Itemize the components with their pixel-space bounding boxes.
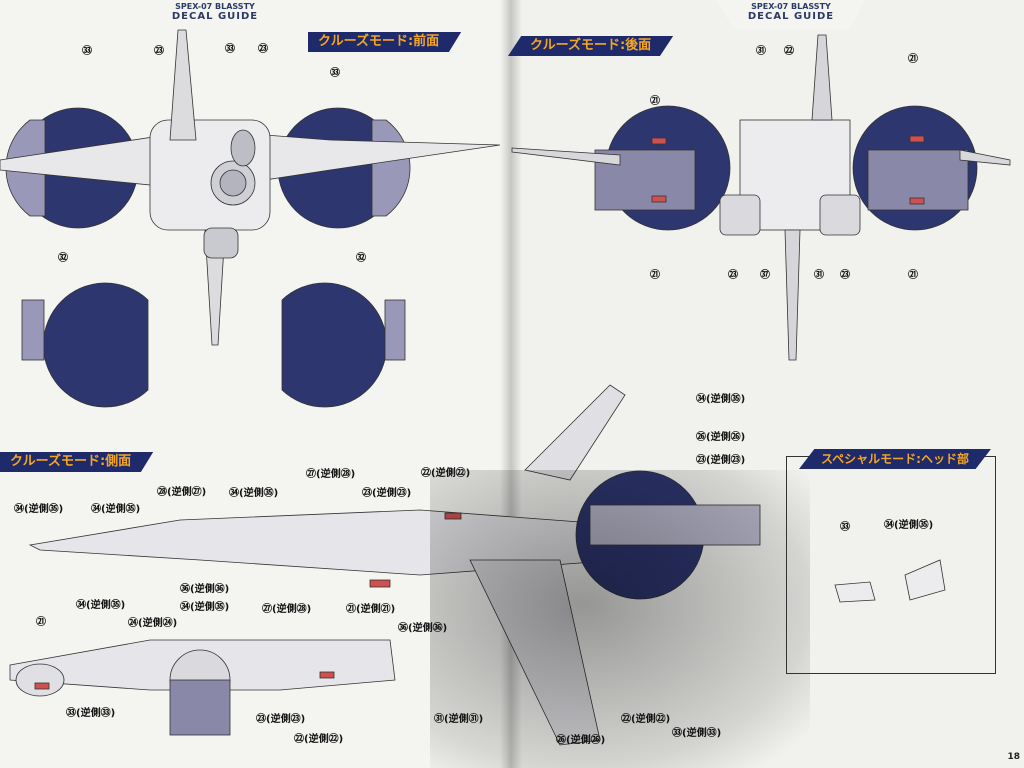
side-label-l5: ㉒(逆側㉒) xyxy=(421,468,471,479)
side-label-l17: ㊱(逆側㊱) xyxy=(398,623,448,634)
header-left: SPEX-07 BLASSTY DECAL GUIDE xyxy=(170,2,260,22)
rear-label-8: ㉛ xyxy=(814,270,824,281)
side-label-l14: ㉑(逆側㉑) xyxy=(346,604,396,615)
photo-shadow xyxy=(430,470,810,768)
side-label-l18: ㉝(逆側㉝) xyxy=(66,708,116,719)
section-title-cruise-rear: クルーズモード:後面 xyxy=(508,36,674,56)
header-tab-right xyxy=(716,0,866,30)
side-label-l23: ㉖(逆側㉖) xyxy=(556,735,606,746)
side-label-l6: ㉘(逆側㉗) xyxy=(157,487,207,498)
side-label-l9: ㉞(逆側㉟) xyxy=(14,504,64,515)
front-label-3: ㉝ xyxy=(225,44,235,55)
rear-label-4: ㉑ xyxy=(908,54,918,65)
side-label-l4: ㉗(逆側㉘) xyxy=(306,469,356,480)
side-view-lower-illustration xyxy=(9,639,396,736)
rear-view-illustration xyxy=(511,34,1011,361)
header-left-guide: DECAL GUIDE xyxy=(171,11,259,22)
side-label-l12: ㉞(逆側㉟) xyxy=(180,602,230,613)
side-label-l13: ㉗(逆側㉘) xyxy=(262,604,312,615)
side-label-n21: ㉑ xyxy=(36,617,46,628)
front-label-4: ㉓ xyxy=(258,44,268,55)
rear-label-7: ㊲ xyxy=(760,270,770,281)
side-label-l20: ㉒(逆側㉒) xyxy=(294,734,344,745)
header-right-guide: DECAL GUIDE xyxy=(747,11,835,22)
front-view-detail-pods xyxy=(21,282,406,408)
side-label-l7: ㉞(逆側㉟) xyxy=(229,488,279,499)
side-label-l19: ㉓(逆側㉓) xyxy=(256,714,306,725)
rear-label-9: ㉓ xyxy=(840,270,850,281)
side-label-l3: ㉓(逆側㉓) xyxy=(696,455,746,466)
side-label-l2: ㉖(逆側㉖) xyxy=(696,432,746,443)
header-right: SPEX-07 BLASSTY DECAL GUIDE xyxy=(746,2,836,22)
front-view-illustration xyxy=(0,29,501,346)
side-label-l15: ㉞(逆側㉟) xyxy=(76,600,126,611)
special-label-b: ㉞(逆側㉟) xyxy=(884,520,934,531)
side-label-l16: ㉔(逆側㉔) xyxy=(128,618,178,629)
page-number: 18 xyxy=(1007,752,1020,762)
rear-label-1: ㉑ xyxy=(650,96,660,107)
side-label-l22: ㉒(逆側㉒) xyxy=(621,714,671,725)
header-right-model: SPEX-07 BLASSTY xyxy=(751,2,831,11)
front-label-7: ㉜ xyxy=(356,253,366,264)
side-label-l24: ㉝(逆側㉝) xyxy=(672,728,722,739)
front-label-6: ㉜ xyxy=(58,253,68,264)
section-title-cruise-front: クルーズモード:前面 xyxy=(308,32,462,52)
side-label-l1: ㉞(逆側㉟) xyxy=(696,394,746,405)
rear-label-5: ㉑ xyxy=(650,270,660,281)
side-label-l8: ㉓(逆側㉓) xyxy=(362,488,412,499)
side-label-l11: ㊱(逆側㊱) xyxy=(180,584,230,595)
rear-label-2: ㉛ xyxy=(756,46,766,57)
special-head-illustration xyxy=(834,559,946,603)
section-title-cruise-side: クルーズモード:側面 xyxy=(0,452,154,472)
front-label-5: ㉝ xyxy=(330,68,340,79)
header-left-model: SPEX-07 BLASSTY xyxy=(175,2,255,11)
side-label-l10: ㉞(逆側㉟) xyxy=(91,504,141,515)
front-label-2: ㉓ xyxy=(154,46,164,57)
rear-label-6: ㉓ xyxy=(728,270,738,281)
special-mode-box: スペシャルモード:ヘッド部 xyxy=(786,449,996,674)
rear-label-10: ㉑ xyxy=(908,270,918,281)
special-label-a: ㉝ xyxy=(840,522,850,533)
side-view-illustration xyxy=(28,384,761,746)
header-tab-left xyxy=(140,0,290,30)
front-label-1: ㉝ xyxy=(82,46,92,57)
section-title-special-head: スペシャルモード:ヘッド部 xyxy=(799,449,991,469)
side-label-l21: ㉛(逆側㉛) xyxy=(434,714,484,725)
rear-label-3: ㉒ xyxy=(784,46,794,57)
